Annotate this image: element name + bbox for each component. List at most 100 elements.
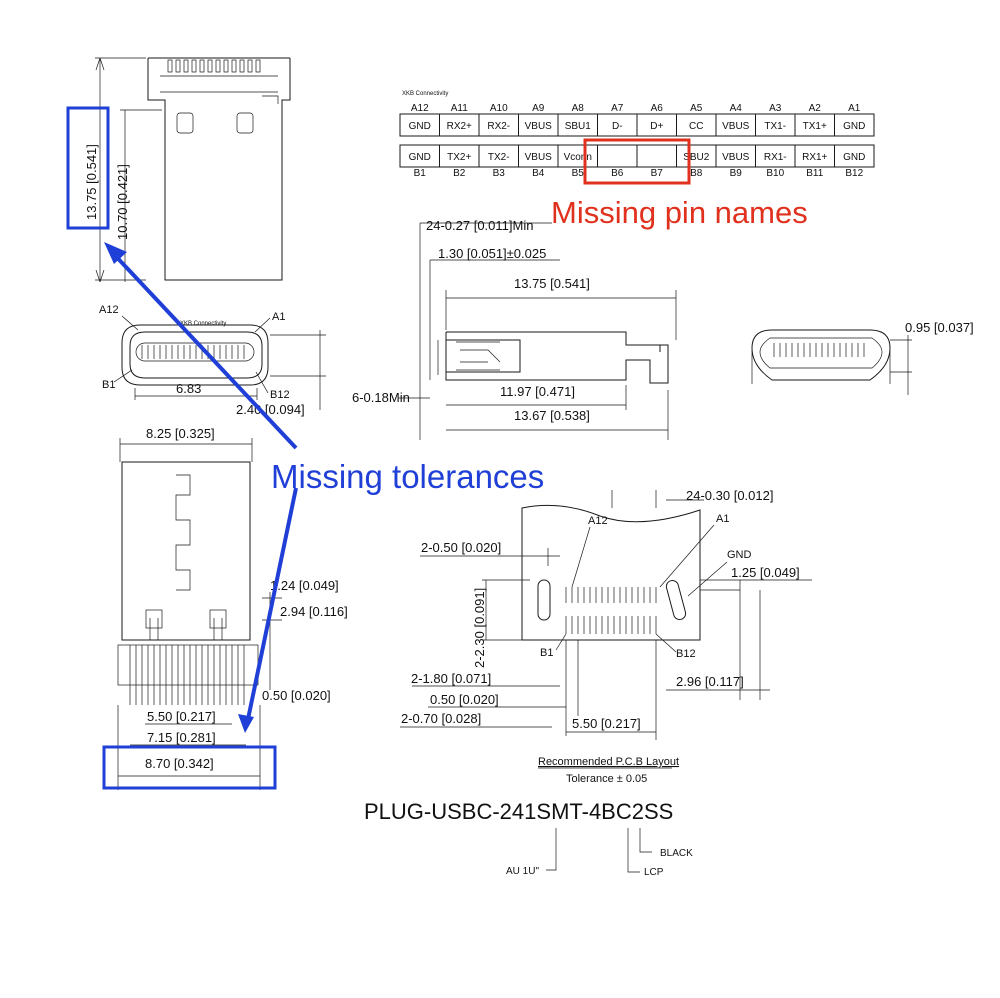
pcb-dim-pitch: 1.25 [0.049] [731,565,800,580]
pin-bottom-name-3: VBUS [525,152,553,163]
pin-top-header-5: A7 [611,103,624,114]
pin-bottom-names: GND TX2+ TX2- VBUS Vconn SBU2 VBUS RX1- RX1+ GND [409,152,866,163]
mating-label-b12: B12 [270,389,290,401]
mating-label-b1: B1 [102,379,115,391]
pin-bottom-header-2: B3 [493,168,506,179]
pin-top-name-3: VBUS [525,121,553,132]
pin-bottom-name-9: RX1- [764,152,787,163]
pin-top-header-0: A12 [411,103,429,114]
pin-top-header-10: A2 [809,103,822,114]
top-view-pins [167,59,261,73]
option-au: AU 1U" [506,866,539,877]
pin-bottom-header-5: B6 [611,168,624,179]
pcb-title: Recommended P.C.B Layout [538,756,679,768]
pin-top-name-9: TX1- [764,121,786,132]
pin-top-header-11: A1 [848,103,861,114]
pin-top-header-4: A8 [572,103,585,114]
pin-top-name-4: SBU1 [565,121,592,132]
mating-dim-width: 6.83 [176,381,201,396]
pinout-company: XKB Connectivity [402,91,448,97]
bottom-dim-4: 5.50 [0.217] [147,709,216,724]
pin-top-header-9: A3 [769,103,782,114]
pcb-dim-pads: 24-0.30 [0.012] [686,488,773,503]
pcb-dim-gap: 0.50 [0.020] [430,692,499,707]
mating-dim-height: 2.40 [0.094] [236,402,305,417]
end-dim-thickness: 0.95 [0.037] [905,320,974,335]
pin-top-header-7: A5 [690,103,703,114]
pin-top-header-3: A9 [532,103,545,114]
part-number-block: PLUG-USBC-241SMT-4BC2SS AU 1U" LCP BLACK [364,799,693,878]
mating-label-a1: A1 [272,311,285,323]
part-number: PLUG-USBC-241SMT-4BC2SS [364,799,673,824]
missing-pin-names-box [583,138,691,185]
mating-face-view: XKB Connectivity A12 A1 B1 B12 6.83 2.40… [99,304,326,417]
dim-total-height: 13.75 [0.541] [84,144,99,220]
pin-top-name-8: VBUS [722,121,750,132]
pin-top-name-2: RX2- [487,121,510,132]
bottom-view: 1.24 [0.049] 2.94 [0.116] 0.50 [0.020] 5… [117,426,348,790]
pin-bottom-header-1: B2 [453,168,466,179]
pin-top-header-2: A10 [490,103,508,114]
pin-bottom-header-11: B12 [845,168,863,179]
pcb-tolerance: Tolerance ± 0.05 [566,773,647,785]
tolerance-annotations: Missing tolerances [66,106,544,790]
pin-top-name-0: GND [409,121,431,132]
side-dim-body: 13.67 [0.538] [514,408,590,423]
pcb-pads [565,587,657,634]
pin-bottom-header-7: B8 [690,168,703,179]
pin-bottom-name-4: Vconn [564,152,592,163]
pin-top-name-1: RX2+ [447,121,472,132]
side-dim-min: 6-0.18Min [352,390,410,405]
missing-pin-names-note: Missing pin names [551,195,808,230]
missing-tolerance-box-top [66,106,110,230]
mating-face-contacts [141,345,245,359]
bottom-view-pins [129,645,245,705]
pin-bottom-name-0: GND [409,152,431,163]
option-black: BLACK [660,848,693,859]
mating-label-a12: A12 [99,304,119,316]
dim-body-height: 10.70 [0.421] [115,164,130,240]
end-view: 0.95 [0.037] [751,320,974,395]
pcb-label-gnd: GND [727,549,752,561]
bottom-dim-6: 8.70 [0.342] [145,756,214,771]
pin-top-header-1: A11 [451,103,468,114]
missing-tolerance-box-bottom [102,745,277,790]
pcb-label-a1: A1 [716,513,729,525]
pin-bottom-header-10: B11 [806,168,823,179]
side-dim-length: 13.75 [0.541] [514,276,590,291]
pin-bottom-name-11: GND [843,152,865,163]
bottom-dim-1: 1.24 [0.049] [270,578,339,593]
pcb-dim-slot: 2-0.50 [0.020] [421,540,501,555]
bottom-dim-2: 2.94 [0.116] [280,604,348,619]
pin-top-name-5: D- [612,121,623,132]
option-lcp: LCP [644,867,664,878]
side-dim-pitch: 1.30 [0.051]±0.025 [438,246,546,261]
pcb-layout: 24-0.30 [0.012] A12 A1 GND B1 B12 2-0.50… [400,488,812,785]
bottom-dim-3: 0.50 [0.020] [262,688,331,703]
bottom-dim-5: 7.15 [0.281] [147,730,216,745]
pin-bottom-name-7: SBU2 [683,152,710,163]
pin-bottom-name-1: TX2+ [447,152,471,163]
pcb-label-b1: B1 [540,647,553,659]
pcb-dim-right: 2.96 [0.117] [676,674,744,689]
mating-company: XKB Connectivity [180,321,226,327]
arrow-up-icon [104,242,127,264]
pin-grid-lines [439,114,835,167]
pin-top-name-10: TX1+ [803,121,827,132]
bottom-dim-width: 8.25 [0.325] [146,426,215,441]
pin-bottom-header-8: B9 [730,168,743,179]
pin-bottom-name-8: VBUS [722,152,750,163]
pcb-label-a12: A12 [588,515,608,527]
pin-top-name-6: D+ [650,121,663,132]
pin-bottom-name-10: RX1+ [802,152,827,163]
pin-bottom-header-6: B7 [651,168,664,179]
pin-bottom-header-9: B10 [766,168,784,179]
pin-bottom-name-2: TX2- [488,152,510,163]
side-view: 24-0.27 [0.011]Min 1.30 [0.051]±0.025 13… [352,218,677,440]
top-view: 10.70 [0.421] 13.75 [0.541] [84,57,291,283]
arrow-down-icon [238,714,254,733]
side-dim-inner: 11.97 [0.471] [500,384,575,399]
